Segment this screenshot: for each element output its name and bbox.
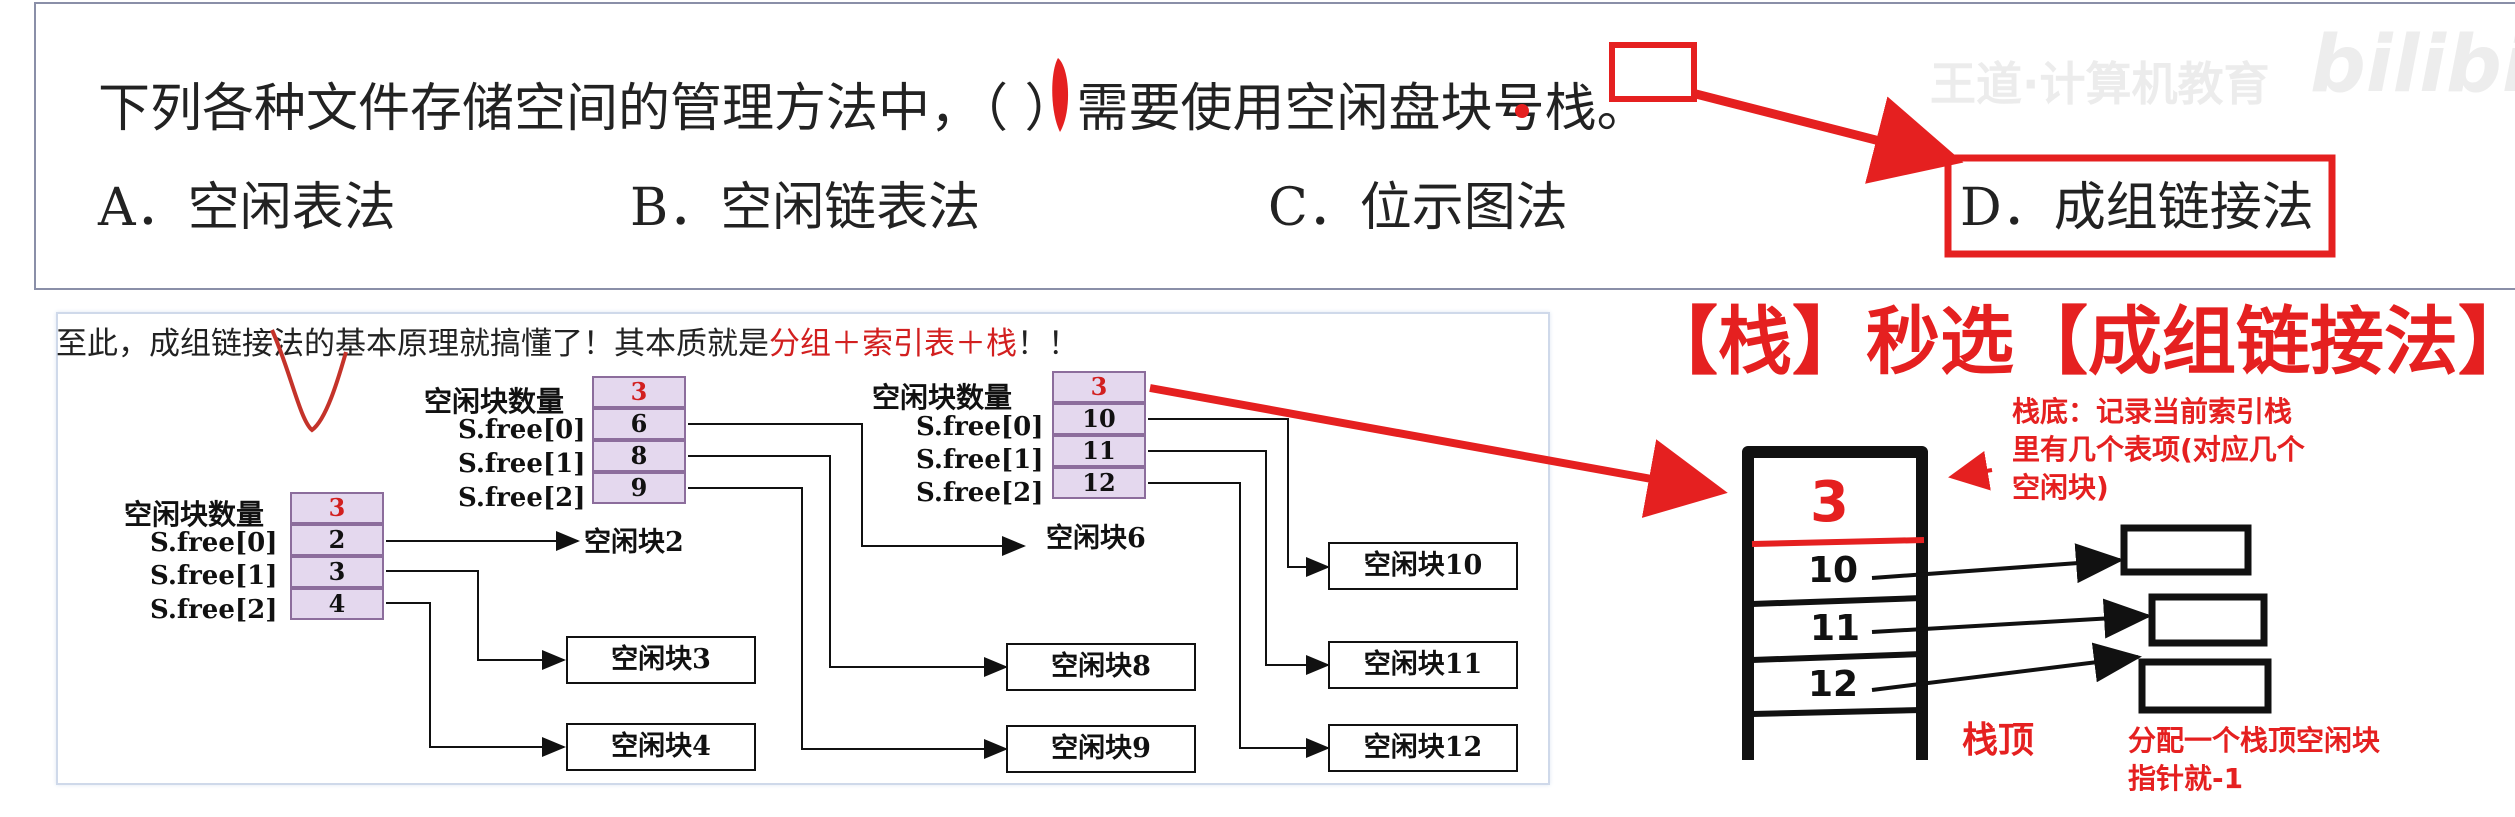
t1-cell-free0: 2 <box>290 524 384 556</box>
pop-note: 分配一个栈顶空闲块 指针就-1 <box>2128 722 2380 798</box>
question-stem: 下列各种文件存储空间的管理方法中，（ ）需要使用空闲盘块号栈。 <box>98 66 1649 141</box>
t2-cell-count: 3 <box>592 376 686 408</box>
stem-part1: 下列各种文件存储空间的管理方法中， <box>98 79 983 139</box>
option-a-text: 空闲表法 <box>187 178 396 238</box>
option-c-letter: C． <box>1268 178 1360 238</box>
stack-bottom-note-line2: 里有几个表项(对应几个 <box>2012 433 2305 466</box>
t3-cell-free2: 12 <box>1052 467 1146 499</box>
t2-cell-free1: 8 <box>592 440 686 472</box>
pop-note-line1: 分配一个栈顶空闲块 <box>2128 724 2381 757</box>
t1-free0-label: S.free[0] <box>150 528 278 558</box>
block11: 空闲块11 <box>1328 641 1518 689</box>
t3-count-label: 空闲块数量 <box>872 381 1013 414</box>
diagram-caption: 至此，成组链接法的基本原理就搞懂了！其本质就是分组＋索引表＋栈！！ <box>56 318 1079 363</box>
option-a[interactable]: A．空闲表法 <box>98 165 396 240</box>
stack-count-value: 3 <box>1810 470 1849 535</box>
option-b-letter: B． <box>630 178 721 238</box>
caption-prefix: 至此，成组链接法的基本原理就搞懂了！其本质就是 <box>56 326 769 362</box>
option-d[interactable]: D．成组链接法 <box>1960 165 2314 240</box>
block8: 空闲块8 <box>1006 643 1196 691</box>
stem-key: 栈 <box>1544 79 1597 139</box>
block10: 空闲块10 <box>1328 542 1518 590</box>
option-b[interactable]: B．空闲链表法 <box>630 165 980 240</box>
option-c-text: 位示图法 <box>1359 178 1568 238</box>
t2-free2-label: S.free[2] <box>458 483 586 513</box>
t3-free2-label: S.free[2] <box>916 478 1044 508</box>
option-d-text: 成组链接法 <box>2053 178 2314 238</box>
t1-free2-label: S.free[2] <box>150 595 278 625</box>
t3-cell-count: 3 <box>1052 371 1146 403</box>
block9: 空闲块9 <box>1006 725 1196 773</box>
stack-top-label: 栈顶 <box>1962 720 2035 761</box>
t3-cell-free1: 11 <box>1052 435 1146 467</box>
stack-bottom-note-line3: 空闲块) <box>2012 471 2109 504</box>
t3-free1-label: S.free[1] <box>916 445 1044 475</box>
t1-cell-count: 3 <box>290 492 384 524</box>
stack-value-10: 10 <box>1808 550 1859 591</box>
t1-cell-free1: 3 <box>290 556 384 588</box>
t3-free0-label: S.free[0] <box>916 412 1044 442</box>
t1-cell-free2: 4 <box>290 588 384 620</box>
t1-count-label: 空闲块数量 <box>124 498 265 531</box>
watermark-logo: bilibili <box>2310 20 2515 110</box>
block12: 空闲块12 <box>1328 724 1518 772</box>
caption-suffix: ！！ <box>1017 326 1079 362</box>
option-b-text: 空闲链表法 <box>720 178 981 238</box>
t2-free1-label: S.free[1] <box>458 449 586 479</box>
t1-free1-label: S.free[1] <box>150 561 278 591</box>
stack-value-11: 11 <box>1810 608 1861 649</box>
t3-cell-free0: 10 <box>1052 403 1146 435</box>
stem-part2: 需要使用空闲盘块号 <box>1076 79 1545 139</box>
block2-label: 空闲块2 <box>584 527 684 558</box>
stack-bottom-note: 栈底：记录当前索引栈 里有几个表项(对应几个 空闲块) <box>2012 393 2305 507</box>
option-d-letter: D． <box>1960 178 2054 238</box>
t2-free0-label: S.free[0] <box>458 415 586 445</box>
t2-cell-free0: 6 <box>592 408 686 440</box>
block4: 空闲块4 <box>566 723 756 771</box>
block6-label: 空闲块6 <box>1046 523 1146 554</box>
question-box <box>34 2 2515 290</box>
t2-cell-free2: 9 <box>592 472 686 504</box>
stack-bottom-note-line1: 栈底：记录当前索引栈 <box>2012 395 2293 428</box>
watermark-brand: 王道·计算机教育 <box>1930 57 2270 111</box>
stack-value-12: 12 <box>1808 664 1859 705</box>
stem-end: 。 <box>1596 79 1649 139</box>
headline: 【栈】秒选【成组链接法】 <box>1644 299 2515 385</box>
caption-highlight: 分组＋索引表＋栈 <box>769 326 1017 362</box>
t2-count-label: 空闲块数量 <box>424 385 565 418</box>
option-a-letter: A． <box>98 178 188 238</box>
pop-note-line2: 指针就-1 <box>2128 762 2244 795</box>
option-c[interactable]: C．位示图法 <box>1268 165 1568 240</box>
block3: 空闲块3 <box>566 636 756 684</box>
